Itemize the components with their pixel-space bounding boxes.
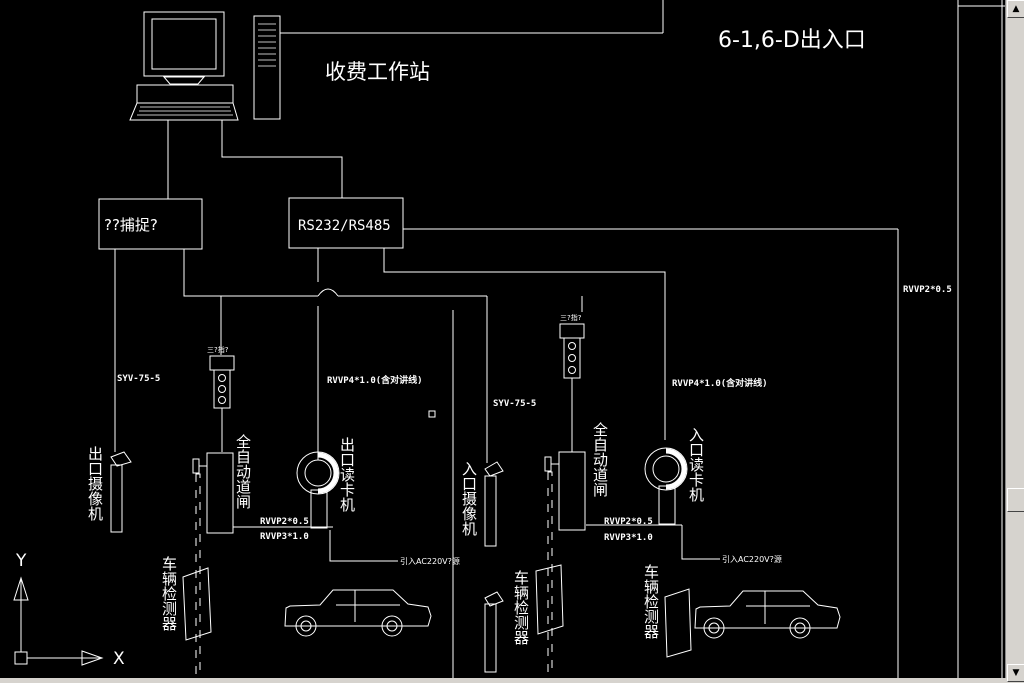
detector-right-label: 车辆检测器 <box>642 564 660 639</box>
entry-barrier-label: 全自动道闸 <box>591 421 609 498</box>
entry-card-reader-icon <box>644 447 688 525</box>
vertical-scrollbar[interactable]: ▲ ▼ <box>1005 0 1024 683</box>
scroll-up-button[interactable]: ▲ <box>1007 0 1024 18</box>
entry-reader-label: 入口读卡机 <box>687 427 705 503</box>
converter-box-label: RS232/RS485 <box>298 218 391 234</box>
lower-camera-icon <box>484 591 504 673</box>
detector-exit-label: 车辆检测器 <box>160 556 178 631</box>
exit-camera-label: 出口摄像机 <box>86 446 104 522</box>
scroll-down-button[interactable]: ▼ <box>1007 664 1024 682</box>
entry-car-icon <box>694 590 841 639</box>
exit-barrier-gate-icon <box>192 452 234 675</box>
computer-monitor-icon <box>129 11 239 121</box>
power-entry-label: 引入AC220V?源 <box>722 555 782 564</box>
exit-light-label: 三?指? <box>207 345 229 354</box>
cable-entry-reader: RVVP4*1.0(含对讲线) <box>672 377 768 389</box>
entry-detector-icon <box>535 564 564 635</box>
cable-exit-gate-a: RVVP2*0.5 <box>260 517 309 527</box>
exit-reader-label: 出口读卡机 <box>338 437 356 513</box>
exit-detector-icon <box>182 567 212 641</box>
horizontal-scrollbar[interactable] <box>0 678 1006 683</box>
scroll-thumb[interactable] <box>1007 488 1024 512</box>
ucs-y-label: Y <box>15 551 27 571</box>
cable-exit-gate-b: RVVP3*1.0 <box>260 532 309 542</box>
cad-drawing-canvas[interactable]: 6-1,6-D出入口 收费工作站 ??捕捉? RS232/RS485 SYV-7… <box>0 0 1006 678</box>
entry-light-label: 三?指? <box>560 313 582 322</box>
exit-card-reader-icon <box>296 451 340 529</box>
cable-entry-gate-a: RVVP2*0.5 <box>604 517 653 527</box>
entry-camera-icon <box>484 461 504 547</box>
exit-barrier-label: 全自动道闸 <box>234 433 252 510</box>
entry-traffic-light-icon <box>559 323 585 452</box>
exit-traffic-light-icon <box>209 355 235 452</box>
cable-right-trunk: RVVP2*0.5 <box>903 285 952 295</box>
ucs-x-label: X <box>113 649 125 669</box>
computer-tower-icon <box>253 15 281 120</box>
cable-entry-video: SYV-75-5 <box>493 399 536 409</box>
ucs-axis-icon <box>13 576 104 666</box>
exit-camera-icon <box>110 451 132 533</box>
drawing-title: 6-1,6-D出入口 <box>718 28 866 53</box>
entry-camera-label: 入口摄像机 <box>460 461 478 537</box>
cable-exit-video: SYV-75-5 <box>117 374 160 384</box>
capture-box-label: ??捕捉? <box>104 216 158 234</box>
workstation-label: 收费工作站 <box>325 60 430 84</box>
entry-barrier-gate-icon <box>544 451 586 673</box>
cable-exit-reader: RVVP4*1.0(含对讲线) <box>327 374 423 386</box>
power-exit-label: 引入AC220V?源 <box>400 557 460 566</box>
exit-car-icon <box>284 589 432 637</box>
cable-entry-gate-b: RVVP3*1.0 <box>604 533 653 543</box>
detector-entry-label: 车辆检测器 <box>512 570 530 645</box>
right-detector-icon <box>664 588 692 658</box>
